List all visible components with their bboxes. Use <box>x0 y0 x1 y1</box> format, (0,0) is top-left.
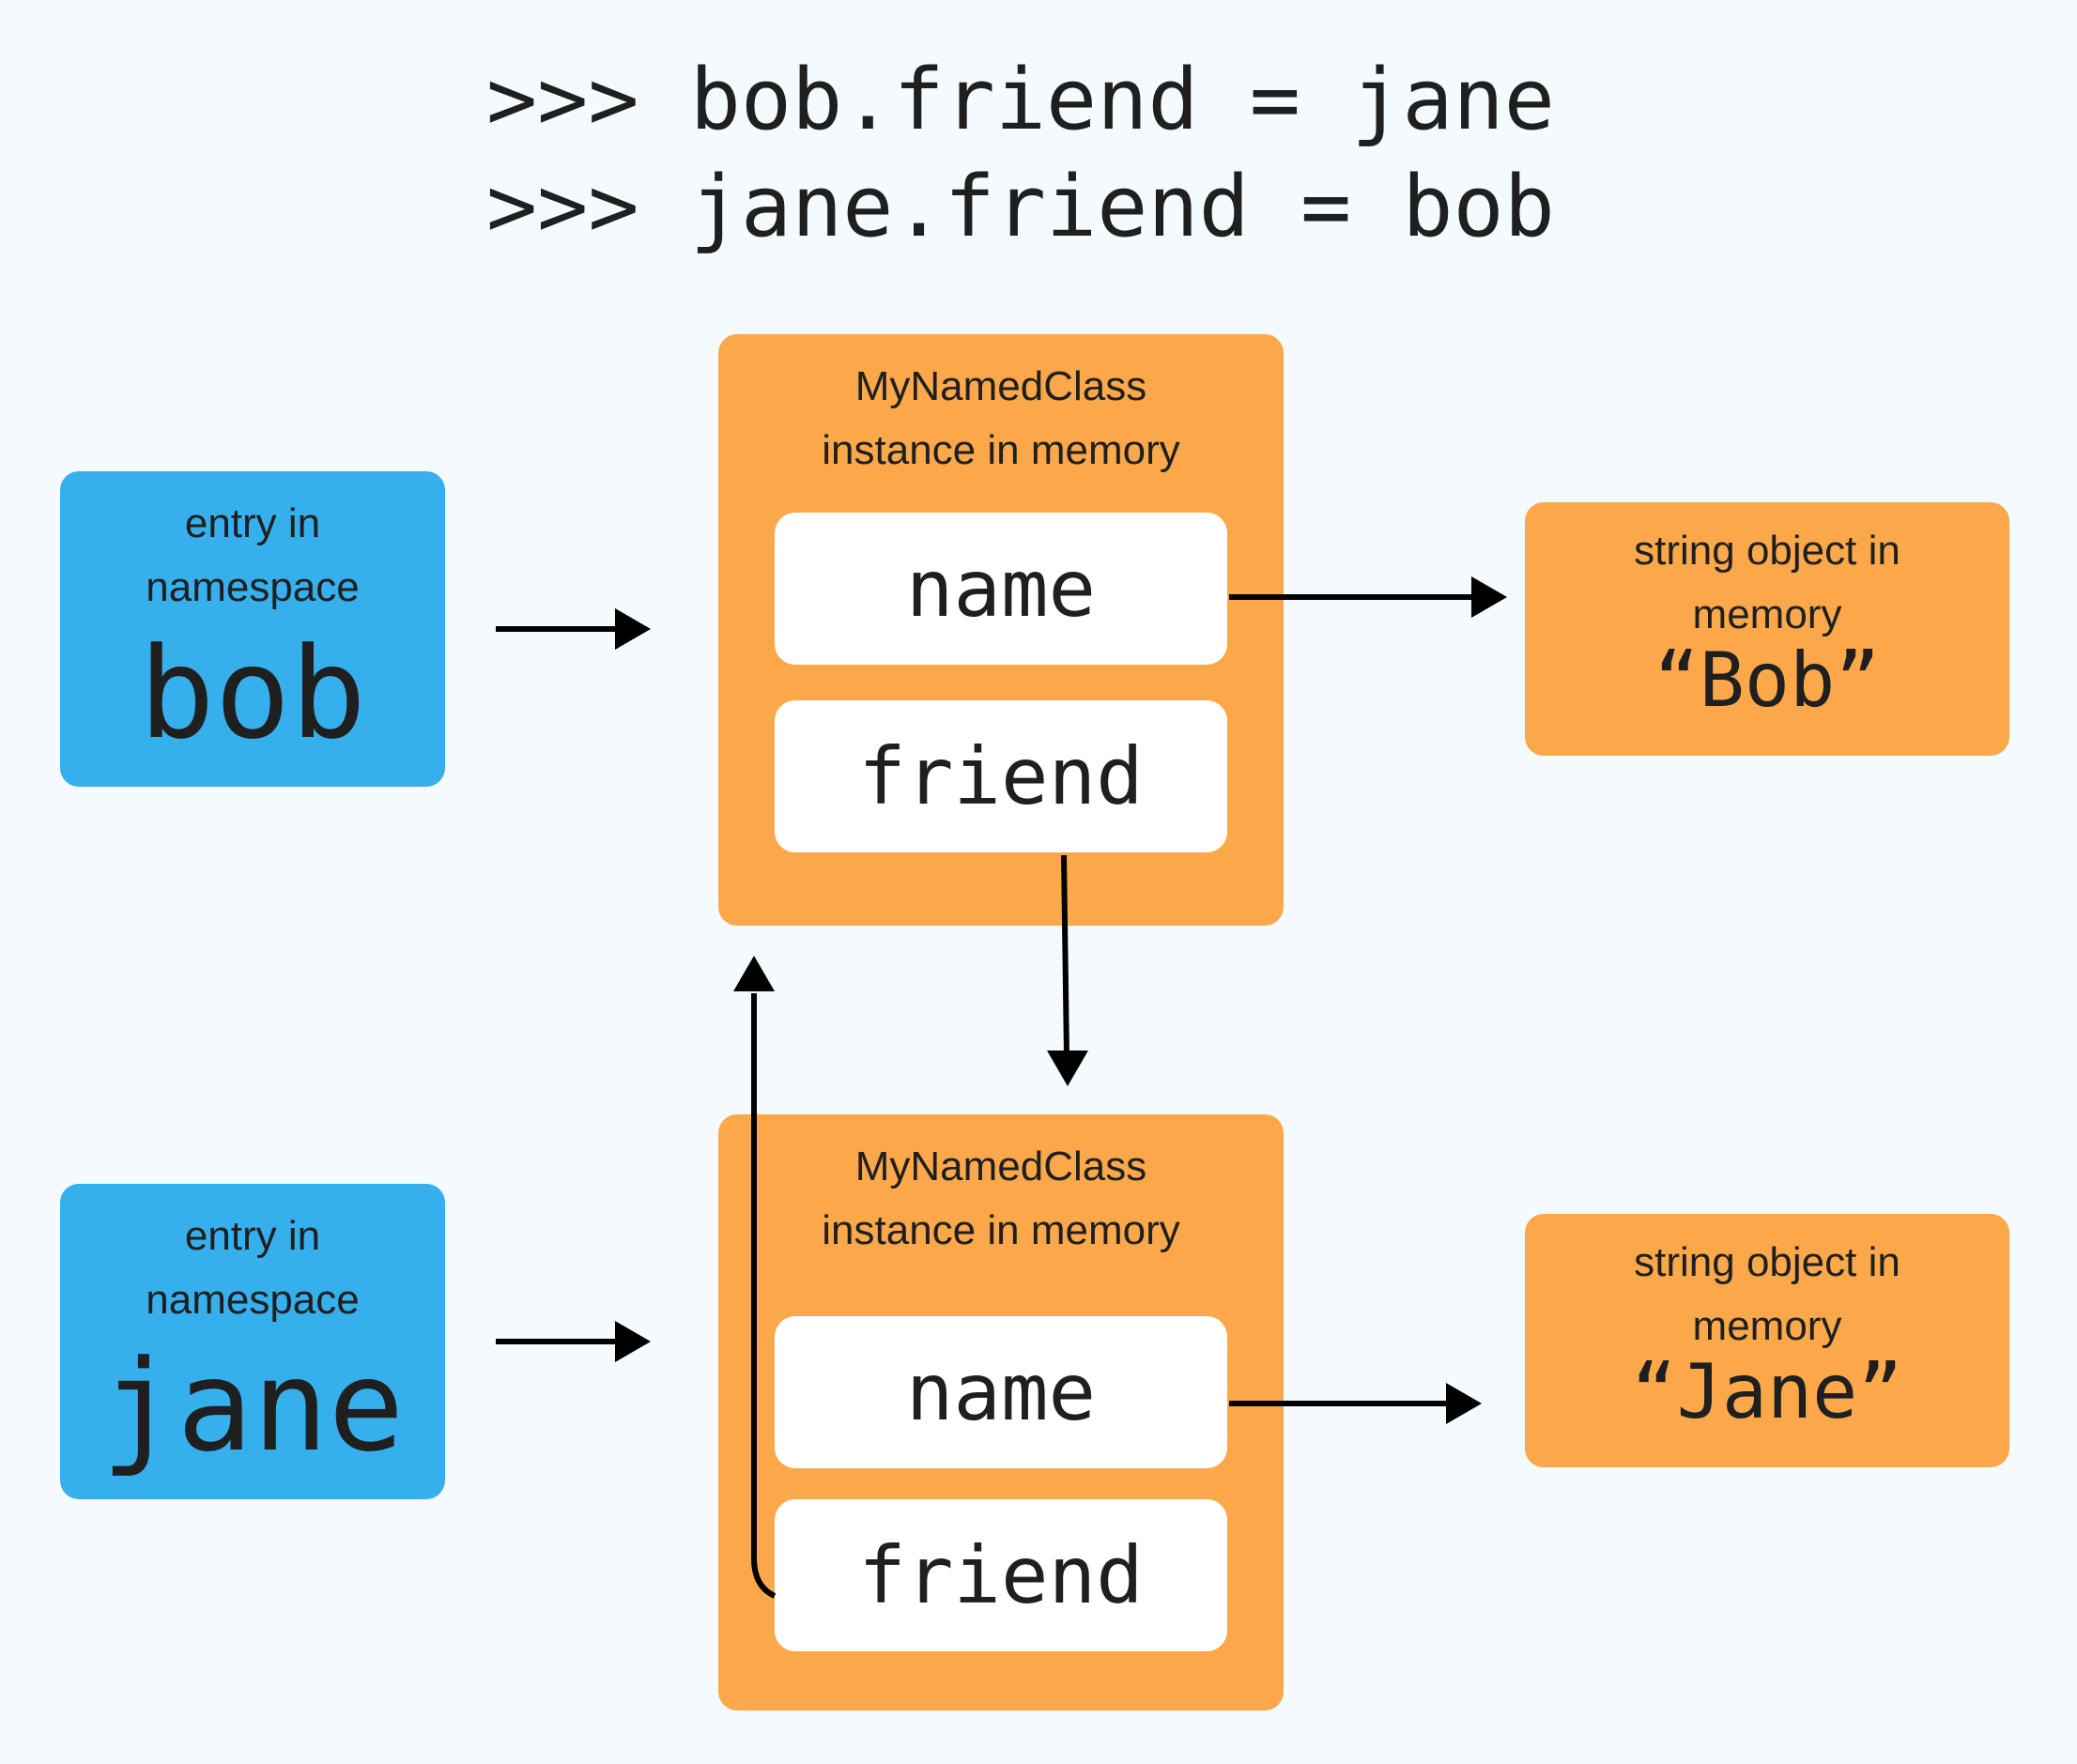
string-object-caption: string object in memory <box>1525 519 2009 647</box>
field-name: name <box>775 513 1227 665</box>
arrow-jane-friend-to-bob <box>751 993 777 1599</box>
variable-name-bob: bob <box>138 621 367 767</box>
caption-line-1: MyNamedClass <box>854 363 1147 409</box>
namespace-entry-caption: entry in namespace <box>60 1204 445 1332</box>
field-name-label: name <box>905 543 1097 635</box>
caption-line-1: string object in <box>1634 528 1900 574</box>
caption-line-2: memory <box>1692 1303 1842 1349</box>
caption-line-1: MyNamedClass <box>854 1143 1147 1189</box>
string-value-jane: “Jane” <box>1631 1348 1903 1435</box>
caption-line-1: entry in <box>184 500 321 546</box>
field-friend: friend <box>775 700 1227 852</box>
caption-line-2: memory <box>1692 591 1842 637</box>
namespace-entry-bob: entry in namespace bob <box>60 471 445 787</box>
instance-bob: MyNamedClass instance in memory name fri… <box>718 334 1284 926</box>
field-friend-label: friend <box>858 1529 1144 1621</box>
string-object-caption: string object in memory <box>1525 1231 2009 1358</box>
variable-name-jane: jane <box>100 1333 405 1480</box>
caption-line-2: namespace <box>146 564 360 610</box>
arrowhead-name-to-string-bob <box>1471 576 1507 618</box>
caption-line-1: string object in <box>1634 1239 1900 1285</box>
arrowhead-bob-to-instance <box>615 608 651 650</box>
instance-caption: MyNamedClass instance in memory <box>718 355 1284 483</box>
caption-line-1: entry in <box>184 1213 321 1259</box>
code-line-2: >>> jane.friend = bob <box>486 158 1555 256</box>
arrowhead-jane-to-instance <box>615 1321 651 1362</box>
caption-line-2: instance in memory <box>822 427 1180 473</box>
arrowhead-jane-friend-to-bob <box>733 956 775 991</box>
instance-jane: MyNamedClass instance in memory name fri… <box>718 1114 1284 1710</box>
arrow-bob-friend-to-jane <box>1061 854 1069 1057</box>
string-object-bob: string object in memory “Bob” <box>1525 502 2009 756</box>
string-object-jane: string object in memory “Jane” <box>1525 1214 2009 1467</box>
caption-line-2: namespace <box>146 1277 360 1323</box>
field-name-label: name <box>905 1346 1097 1438</box>
namespace-entry-caption: entry in namespace <box>60 492 445 620</box>
field-friend: friend <box>775 1499 1227 1651</box>
arrowhead-bob-friend-to-jane <box>1047 1051 1088 1086</box>
arrowhead-name-to-string-jane <box>1446 1383 1482 1424</box>
namespace-entry-jane: entry in namespace jane <box>60 1184 445 1499</box>
instance-caption: MyNamedClass instance in memory <box>718 1135 1284 1263</box>
field-friend-label: friend <box>858 730 1144 822</box>
code-line-1: >>> bob.friend = jane <box>486 51 1555 149</box>
string-value-bob: “Bob” <box>1654 637 1881 724</box>
field-name: name <box>775 1316 1227 1468</box>
caption-line-2: instance in memory <box>822 1207 1180 1253</box>
